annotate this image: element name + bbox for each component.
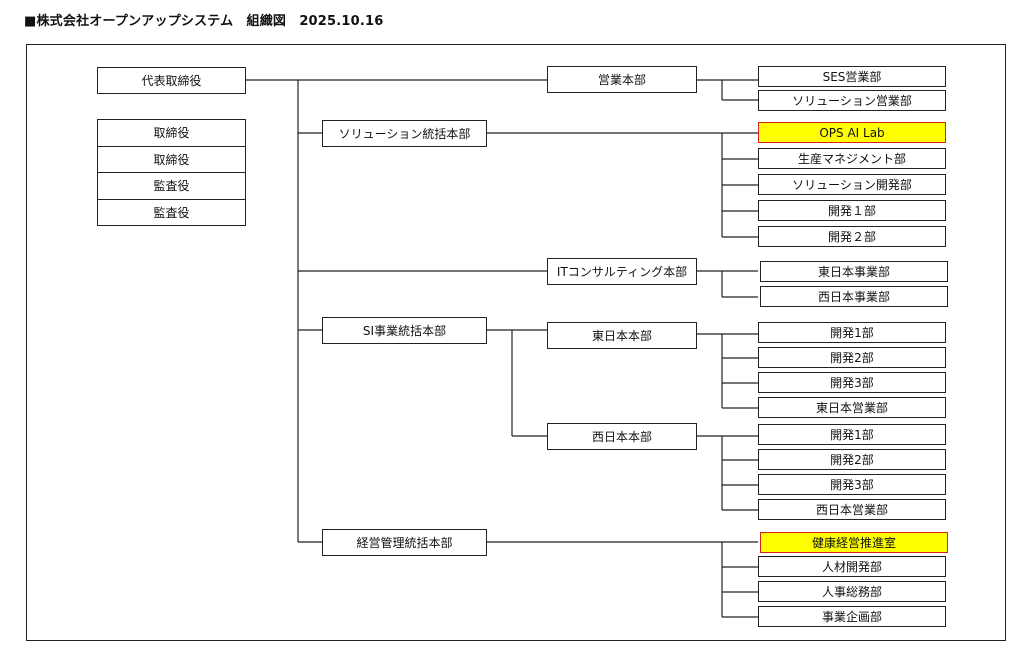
node-ceo: 代表取締役 (97, 67, 246, 94)
node-dept-east-japan-business: 東日本事業部 (760, 261, 948, 282)
node-dept-east-dev-2: 開発2部 (758, 347, 946, 368)
board-stack: 取締役 取締役 監査役 監査役 (97, 119, 246, 226)
node-dept-dev-2: 開発２部 (758, 226, 946, 247)
node-si-hq: SI事業統括本部 (322, 317, 487, 344)
node-dept-west-dev-1: 開発1部 (758, 424, 946, 445)
node-solution-hq: ソリューション統括本部 (322, 120, 487, 147)
node-sales-hq: 営業本部 (547, 66, 697, 93)
node-dept-ses-sales: SES営業部 (758, 66, 946, 87)
node-dept-talent-development: 人材開発部 (758, 556, 946, 577)
board-member: 取締役 (98, 120, 245, 147)
node-dept-east-dev-3: 開発3部 (758, 372, 946, 393)
board-member: 監査役 (153, 206, 190, 221)
node-dept-business-planning: 事業企画部 (758, 606, 946, 627)
node-dept-west-dev-2: 開発2部 (758, 449, 946, 470)
board-member: 監査役 (98, 173, 245, 200)
node-dept-ops-ai-lab: OPS AI Lab (758, 122, 946, 143)
node-dept-solution-development: ソリューション開発部 (758, 174, 946, 195)
chart-title: ■株式会社オープンアップシステム 組織図 2025.10.16 (24, 14, 384, 29)
node-dept-health-management: 健康経営推進室 (760, 532, 948, 553)
node-dept-east-dev-1: 開発1部 (758, 322, 946, 343)
node-dept-west-japan-sales: 西日本営業部 (758, 499, 946, 520)
node-dept-west-japan-business: 西日本事業部 (760, 286, 948, 307)
node-dept-east-japan-sales: 東日本営業部 (758, 397, 946, 418)
chart-frame (26, 44, 1006, 641)
node-dept-solution-sales: ソリューション営業部 (758, 90, 946, 111)
node-dept-production-management: 生産マネジメント部 (758, 148, 946, 169)
node-west-japan-hq: 西日本本部 (547, 423, 697, 450)
node-dept-hr-general-affairs: 人事総務部 (758, 581, 946, 602)
node-dept-dev-1: 開発１部 (758, 200, 946, 221)
node-dept-west-dev-3: 開発3部 (758, 474, 946, 495)
node-management-hq: 経営管理統括本部 (322, 529, 487, 556)
node-it-consulting-hq: ITコンサルティング本部 (547, 258, 697, 285)
board-member: 取締役 (98, 147, 245, 173)
node-east-japan-hq: 東日本本部 (547, 322, 697, 349)
